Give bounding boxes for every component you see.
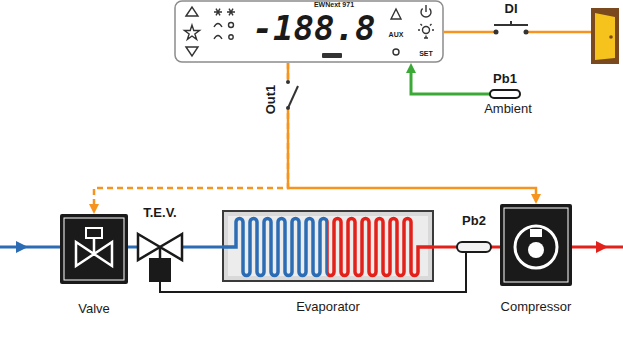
component-label: Valve (78, 302, 110, 317)
expansion-valve: T.E.V. (137, 204, 183, 282)
inlet-pipe (0, 246, 62, 249)
fan-icon (214, 36, 222, 40)
snowflake-icon (214, 9, 222, 16)
valve-actuator (86, 228, 102, 238)
evaporator-housing (223, 211, 433, 281)
expansion-valve-body (138, 234, 182, 260)
valve-symbol (76, 238, 112, 266)
probe-sensor (490, 90, 520, 98)
favourite-key (184, 25, 199, 39)
switch-stem (510, 21, 512, 25)
down-key (186, 47, 198, 56)
warning-icon (391, 9, 401, 19)
light-icon (229, 35, 233, 39)
probe-label: Pb2 (462, 214, 486, 229)
door-input-wire (526, 31, 591, 34)
compressor-output-wire (288, 63, 536, 197)
compressor: Compressor (499, 204, 574, 322)
controller-unit: EWNext 971-188.8AUX SET (174, 0, 444, 63)
evaporator-probe: Pb2 (456, 214, 492, 252)
switch-contact (524, 30, 529, 35)
snowflake-icon (227, 9, 235, 16)
switch-gap (282, 80, 294, 110)
solenoid-valve: Valve (60, 214, 128, 318)
compressor-piston (530, 229, 542, 237)
set-key-label: SET (419, 50, 433, 58)
door-input-wire (444, 31, 496, 34)
suction-line (434, 246, 456, 249)
input-label: DI (505, 2, 518, 17)
ambient-probe: Pb1Ambient (478, 72, 538, 120)
door-panel (595, 13, 615, 60)
defrost-icon (214, 24, 222, 28)
valve-output-wire (94, 63, 288, 207)
valve-housing (60, 214, 128, 284)
component-label: Evaporator (296, 300, 360, 315)
suction-line (492, 246, 500, 249)
aux-indicator: AUX (389, 31, 404, 39)
probe-sensor (457, 242, 491, 252)
liquid-line (128, 246, 137, 249)
light-key (423, 27, 430, 34)
up-key (186, 7, 198, 16)
switch-contact (286, 80, 290, 84)
expansion-valve-head (149, 258, 171, 282)
door-knob (609, 35, 613, 39)
evaporator-coil-cold (222, 219, 328, 276)
component-label: Compressor (501, 300, 572, 315)
probe-label: Pb1 (493, 72, 517, 87)
alarm-icon (229, 23, 234, 28)
liquid-line (183, 246, 222, 249)
evaporator: Evaporator (222, 210, 434, 326)
component-label: T.E.V. (143, 206, 176, 221)
controller-housing (175, 1, 443, 62)
output-label: Out1 (265, 84, 280, 114)
evaporator-coil-warm (328, 219, 434, 276)
light-key-rays (418, 24, 434, 38)
compressor-symbol (515, 226, 557, 268)
flow-arrow (16, 241, 28, 253)
clock-icon (393, 49, 399, 55)
compressor-housing (500, 204, 572, 286)
brand-logo (322, 53, 342, 58)
display-readout: -188.8 (253, 9, 376, 48)
switch-blade (288, 86, 298, 108)
flow-arrow (596, 241, 608, 253)
compressor-frame (504, 208, 568, 282)
switch-contact (494, 30, 499, 35)
door-frame (591, 8, 619, 64)
probe-caption: Ambient (484, 102, 532, 117)
valve-frame (64, 218, 124, 280)
compressor-rotor (528, 242, 544, 258)
standby-key (421, 5, 431, 17)
probe-signal-wire (411, 70, 478, 94)
model-name: EWNext 971 (314, 1, 354, 9)
